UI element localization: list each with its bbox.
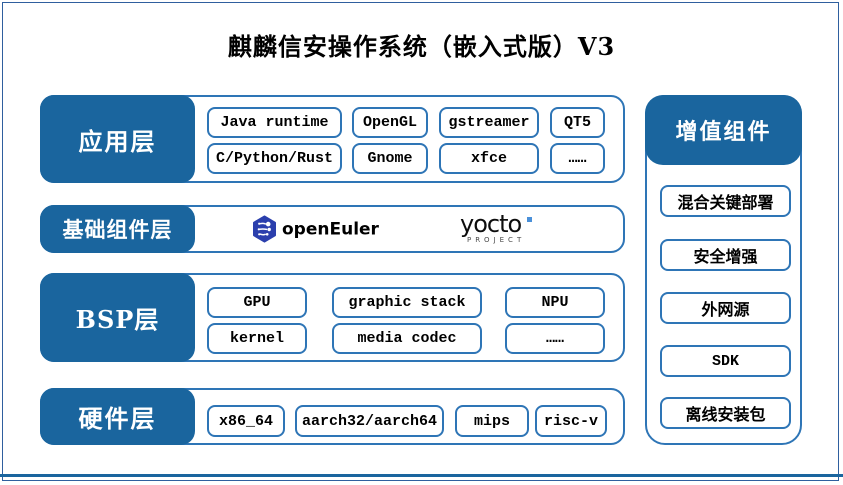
chip-kernel: kernel	[207, 323, 307, 354]
openeuler-wordmark: openEuler	[282, 219, 379, 239]
chip-gstreamer: gstreamer	[439, 107, 539, 138]
chip-qt5: QT5	[550, 107, 605, 138]
chip-graphic-stack: graphic stack	[332, 287, 482, 318]
chip-sdk: SDK	[660, 345, 791, 377]
layer-bsp: BSP层 GPU graphic stack NPU kernel media …	[40, 273, 625, 362]
yocto-wordmark: yocto	[460, 212, 533, 236]
value-added-panel: 增值组件 混合关键部署 安全增强 外网源 SDK 离线安装包	[645, 95, 802, 445]
chip-npu: NPU	[505, 287, 605, 318]
yocto-logo: yocto PROJECT	[460, 212, 533, 244]
chip-security-enhancement: 安全增强	[660, 239, 791, 271]
chip-mixed-critical-deployment: 混合关键部署	[660, 185, 791, 217]
chip-aarch: aarch32/aarch64	[295, 405, 444, 437]
layer-hardware: 硬件层 x86_64 aarch32/aarch64 mips risc-v	[40, 388, 625, 445]
chip-opengl: OpenGL	[352, 107, 428, 138]
bottom-divider	[0, 474, 843, 477]
chip-gnome: Gnome	[352, 143, 428, 174]
value-added-panel-title: 增值组件	[645, 95, 802, 165]
layer-application-label: 应用层	[40, 95, 195, 183]
chip-java-runtime: Java runtime	[207, 107, 342, 138]
chip-x86-64: x86_64	[207, 405, 285, 437]
yocto-dot-icon	[527, 217, 533, 222]
chip-c-python-rust: C/Python/Rust	[207, 143, 342, 174]
layer-base-components-label: 基础组件层	[40, 205, 195, 253]
chip-media-codec: media codec	[332, 323, 482, 354]
chip-bsp-ellipsis: ……	[505, 323, 605, 354]
diagram-title: 麒麟信安操作系统（嵌入式版）V3	[227, 32, 616, 61]
openeuler-icon	[253, 215, 276, 243]
chip-mips: mips	[455, 405, 529, 437]
layer-bsp-label: BSP层	[40, 273, 195, 362]
chip-xfce: xfce	[439, 143, 539, 174]
layer-application: 应用层 Java runtime OpenGL gstreamer QT5 C/…	[40, 95, 625, 183]
chip-app-ellipsis: ……	[550, 143, 605, 174]
chip-offline-install-package: 离线安装包	[660, 397, 791, 429]
openeuler-logo: openEuler	[252, 215, 379, 243]
chip-gpu: GPU	[207, 287, 307, 318]
layer-hardware-label: 硬件层	[40, 388, 195, 445]
chip-risc-v: risc-v	[535, 405, 607, 437]
layer-base-components: 基础组件层 openEuler yocto PROJECT	[40, 205, 625, 253]
yocto-project-label: PROJECT	[466, 236, 526, 244]
chip-external-repo: 外网源	[660, 292, 791, 324]
